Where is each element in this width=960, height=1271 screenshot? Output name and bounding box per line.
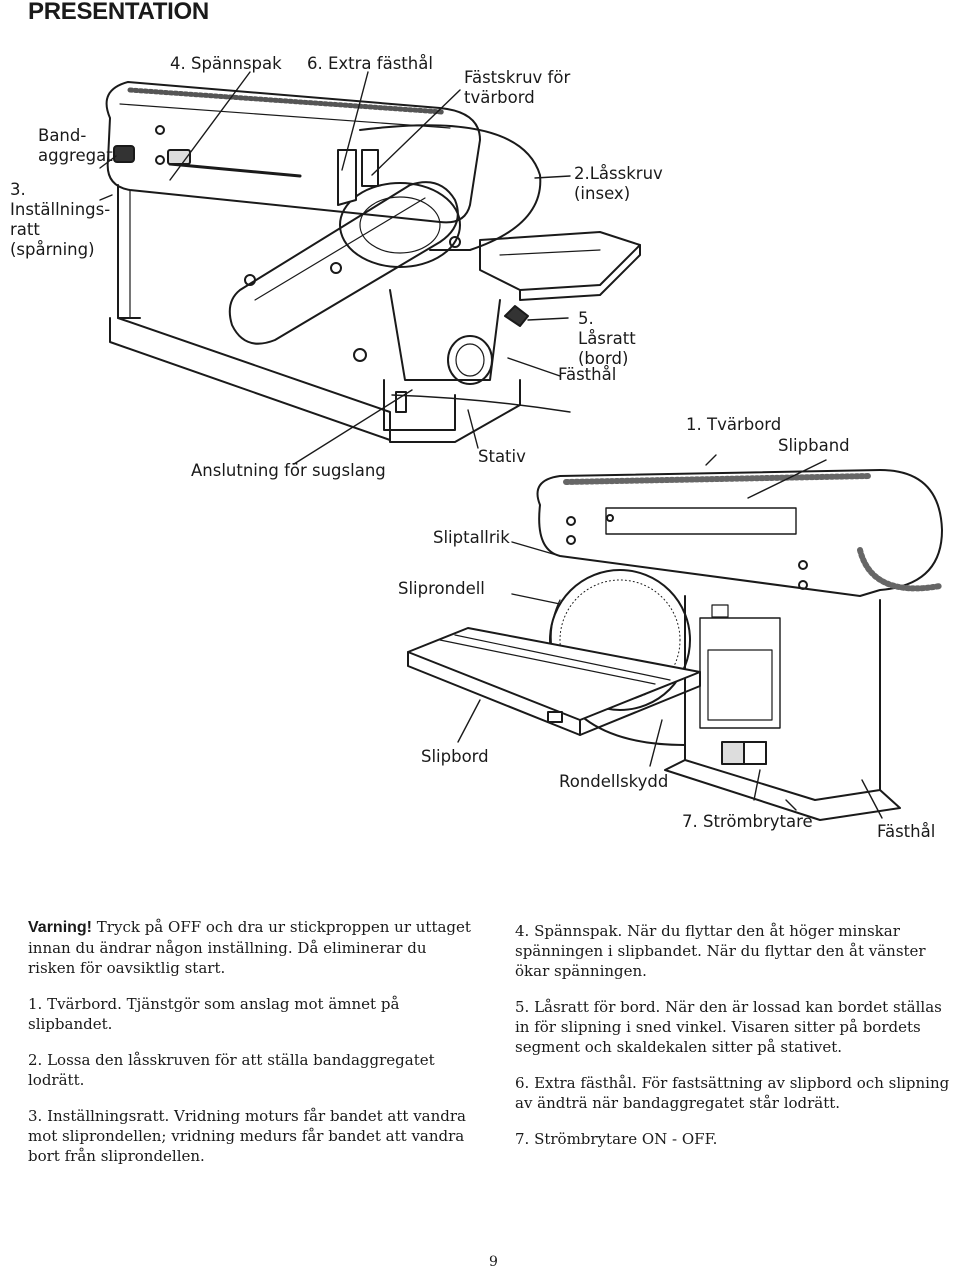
item-installningsratt: 3. Inställningsratt. Vridning moturs får… <box>28 1107 466 1165</box>
item-lasratt: 5. Låsratt för bord. När den är lossad k… <box>515 998 942 1056</box>
warning-text: Tryck på OFF och dra ur stickproppen ur … <box>28 918 471 977</box>
right-text-column: 4. Spännspak. När du flyttar den åt höge… <box>515 921 955 1149</box>
page-title: PRESENTATION <box>28 0 209 25</box>
warning-label: Varning! <box>28 919 93 936</box>
warning-paragraph: Varning! Tryck på OFF och dra ur stickpr… <box>28 917 478 978</box>
item-spannspak: 4. Spännspak. När du flyttar den åt höge… <box>515 922 926 980</box>
label-sliprondell: Sliprondell <box>398 579 485 598</box>
label-stativ: Stativ <box>478 447 526 466</box>
label-slipbord: Slipbord <box>421 747 489 766</box>
label-rondellskydd: Rondellskydd <box>559 772 669 791</box>
item-lasskruv: 2. Lossa den låsskruven för att ställa b… <box>28 1051 435 1089</box>
left-text-column: Varning! Tryck på OFF och dra ur stickpr… <box>28 917 478 1166</box>
belt-sander-side-view-illustration <box>99 71 641 465</box>
label-lasskruv: 2.Låsskruv (insex) <box>574 164 663 203</box>
label-installningsratt: 3. Inställnings-ratt (spårning) <box>10 180 111 259</box>
label-sliptallrik: Sliptallrik <box>433 528 510 547</box>
item-strombrytare: 7. Strömbrytare ON - OFF. <box>515 1130 718 1148</box>
label-anslutning: Anslutning för sugslang <box>191 461 386 480</box>
label-fasthal-bottom: Fästhål <box>877 822 936 841</box>
page-number: 9 <box>489 1254 498 1270</box>
label-extra-fasthal: 6. Extra fästhål <box>307 54 433 73</box>
label-fasthal-top: Fästhål <box>558 365 617 384</box>
belt-sander-front-view-illustration <box>407 454 943 821</box>
label-spannspak: 4. Spännspak <box>170 54 282 73</box>
label-bandaggregat: Band-aggregat <box>38 126 113 165</box>
label-lasratt: 5. Låsratt (bord) <box>578 309 636 368</box>
label-fastskruv: Fästskruv för tvärbord <box>464 68 571 107</box>
label-slipband: Slipband <box>778 436 850 455</box>
item-extra-fasthal: 6. Extra fästhål. För fastsättning av sl… <box>515 1074 950 1112</box>
label-tvarbord: 1. Tvärbord <box>686 415 782 434</box>
item-tvarbord: 1. Tvärbord. Tjänstgör som anslag mot äm… <box>28 995 400 1033</box>
label-strombrytare: 7. Strömbrytare <box>682 812 813 831</box>
